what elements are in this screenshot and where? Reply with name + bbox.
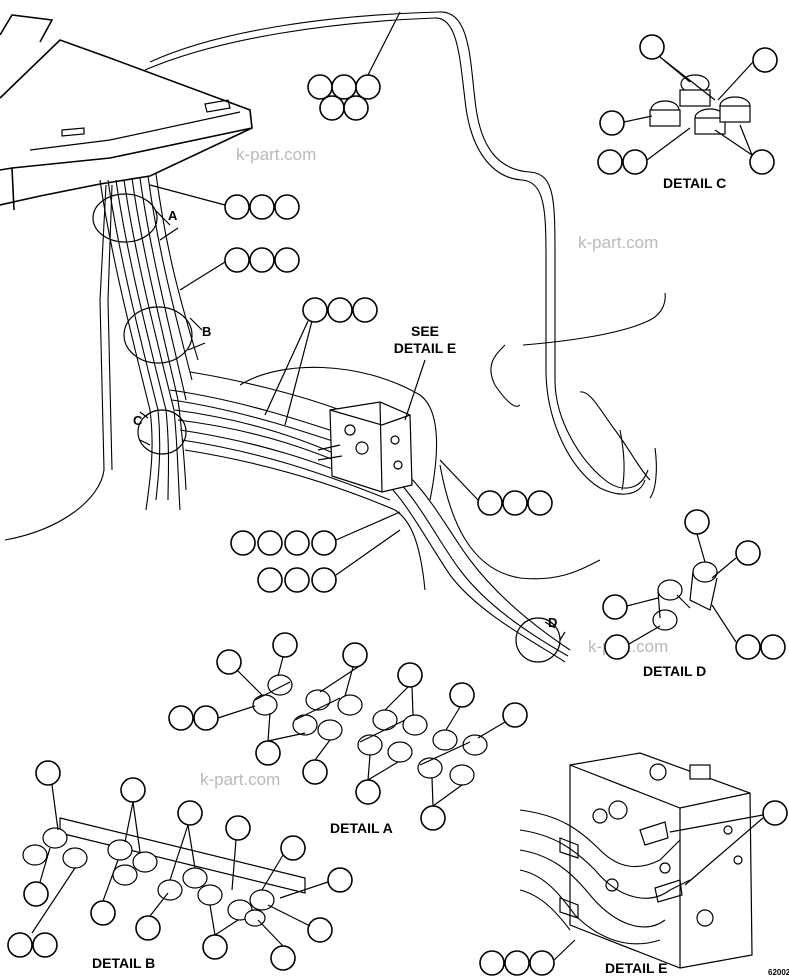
detail-a-label: DETAIL A bbox=[330, 820, 393, 836]
watermark: k-part.com bbox=[200, 770, 280, 789]
callout-c-letter: C bbox=[133, 413, 143, 428]
control-valve bbox=[317, 401, 413, 493]
watermark: k-part.com bbox=[578, 233, 658, 252]
callout-d-letter: D bbox=[548, 615, 557, 630]
callout-group-a bbox=[149, 184, 300, 220]
callout-group-top bbox=[307, 11, 401, 121]
callout-a-letter: A bbox=[168, 208, 178, 223]
detail-b: DETAIL B bbox=[7, 760, 353, 971]
callout-b-letter: B bbox=[202, 324, 211, 339]
callout-ring-c bbox=[137, 409, 187, 455]
watermark: k-part.com bbox=[236, 145, 316, 164]
detail-d-label: DETAIL D bbox=[643, 663, 706, 679]
callout-group-lower-2 bbox=[257, 529, 401, 593]
callout-group-right-valve bbox=[439, 459, 553, 516]
see-detail-e-label-line1: SEE bbox=[411, 323, 439, 339]
detail-c-label: DETAIL C bbox=[663, 175, 726, 191]
hose-bundle bbox=[4, 173, 601, 663]
detail-b-label: DETAIL B bbox=[92, 955, 155, 971]
detail-e: DETAIL E bbox=[479, 752, 788, 976]
main-labels: SEE DETAIL E A B C D bbox=[133, 208, 557, 630]
callout-bubbles-main bbox=[149, 11, 553, 593]
machine-frame bbox=[0, 14, 253, 211]
callout-group-center bbox=[264, 297, 378, 426]
detail-d: DETAIL D bbox=[602, 509, 786, 679]
detail-e-label: DETAIL E bbox=[605, 960, 668, 976]
callout-ring-a bbox=[92, 193, 158, 243]
upper-hose-routing bbox=[144, 11, 666, 499]
detail-c: DETAIL C bbox=[597, 34, 778, 191]
drawing-number: 62002 bbox=[768, 968, 789, 977]
detail-a: DETAIL A bbox=[168, 632, 528, 836]
callout-ring-b bbox=[123, 306, 193, 364]
callout-group-lower-1 bbox=[230, 511, 401, 556]
callout-group-b bbox=[179, 247, 300, 291]
see-detail-e-label-line2: DETAIL E bbox=[394, 340, 457, 356]
